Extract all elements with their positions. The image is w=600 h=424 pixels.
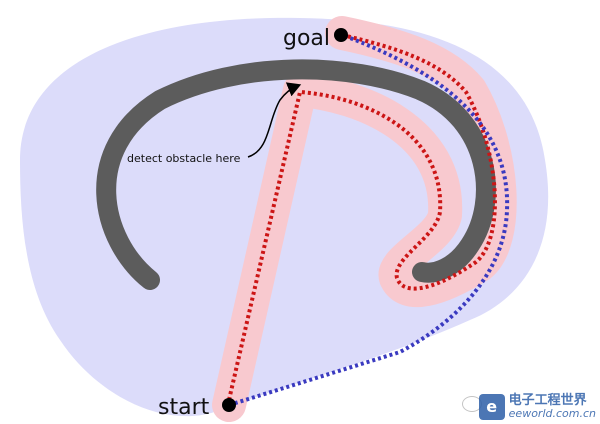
watermark-text: 电子工程世界 eeworld.com.cn xyxy=(508,392,596,420)
goal-point xyxy=(334,28,348,42)
watermark-site: eeworld.com.cn xyxy=(508,406,596,420)
executed-path xyxy=(227,33,497,401)
safety-halo xyxy=(212,16,517,422)
curved-arrow-icon xyxy=(247,82,302,158)
start-label: start xyxy=(158,395,210,420)
planned-path xyxy=(228,33,510,407)
site-watermark: e 电子工程世界 eeworld.com.cn xyxy=(478,392,596,420)
goal-label: goal xyxy=(283,26,330,51)
watermark-cn-name: 电子工程世界 xyxy=(508,392,587,408)
eeworld-logo: e xyxy=(478,393,505,420)
annotation-label: detect obstacle here xyxy=(127,152,241,165)
obstacle-arc xyxy=(96,59,496,290)
start-point xyxy=(222,398,236,412)
